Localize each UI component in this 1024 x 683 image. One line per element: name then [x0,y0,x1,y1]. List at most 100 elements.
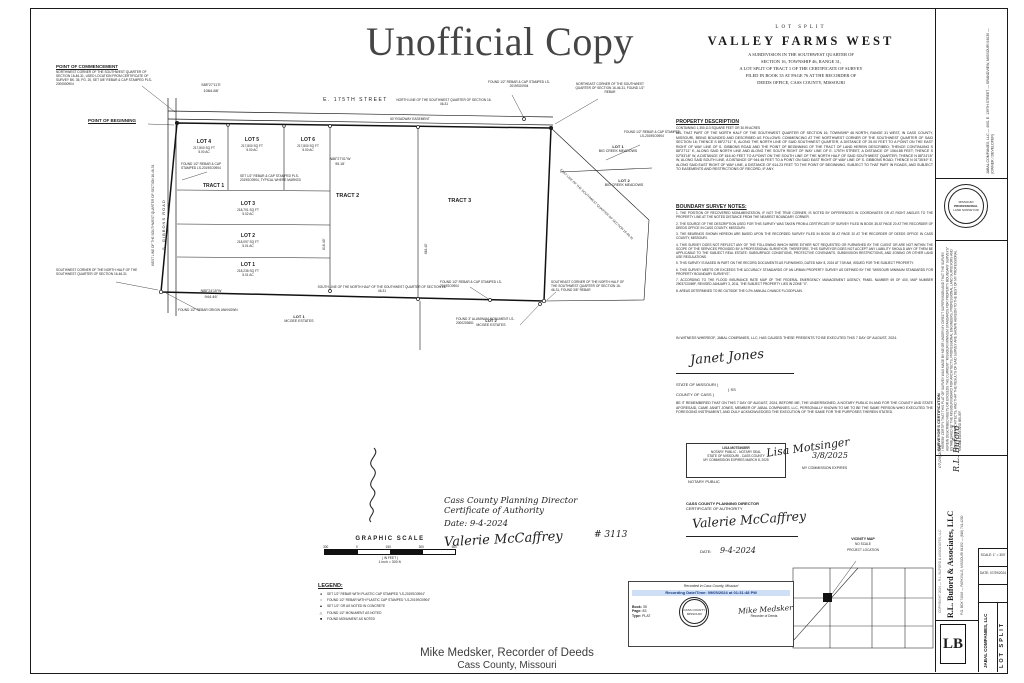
lot3-label: LOT 3 [240,201,256,207]
notary-stamp-line4: MY COMMISSION EXPIRES MARCH 8, 2025 [703,458,769,463]
sidebar-rule-5 [978,548,1008,549]
south-line-label: SOUTH LINE OF THE NORTH HALF OF THE SOUT… [317,285,447,294]
unofficial-copy-watermark: Unofficial Copy [366,19,634,64]
legend-item-3: ▲ SET 1/2" OR AS NOTED IN CONCRETE [318,604,496,609]
page-label: Page: [632,609,642,614]
county-line: COUNTY OF CASS ) [676,392,714,398]
caption-recorder-name: Mike Medsker, Recorder of Deeds [420,647,594,659]
recorder-book-row: Book: 35 [632,605,651,610]
set-concrete-icon: ▲ [319,604,323,609]
southeast-corner-label: SOUTHEAST CORNER OF THE NORTH HALF OF TH… [551,280,625,293]
east-distance-dimension: 616.40' [322,238,326,250]
lot1-label: LOT 1 [240,262,256,268]
lot6-area: 217,800 SQ FT [297,143,319,148]
planning-typed-line2: CERTIFICATE OF AUTHORITY [686,506,743,512]
tract2-label: TRACT 2 [336,193,360,199]
recorder-stamp-box: Recorded in Cass County, Missouri Record… [628,581,794,647]
vicinity-scale: NO SCALE [854,541,872,546]
recorder-seal-line2: MISSOURI [686,611,702,616]
mcgee-name-2: MCGEE ESTATES [476,323,506,328]
found-rebar-icon: ○ [319,598,323,603]
scale-tick-1: 300 [323,544,329,549]
planning-typed-line1: CASS COUNTY PLANNING DIRECTOR [686,501,759,506]
recorder-signer-block: Mike Medsker Recorder of Deeds [738,603,793,619]
date-row-box: DATE: 07/29/2024 [980,571,1006,575]
vicinity-map-roads [792,567,934,649]
seal-line2: PROFESSIONAL [954,204,978,208]
recorder-seal-inner: CASS COUNTY MISSOURI [681,599,707,625]
south-distance: 944.46' [204,293,218,299]
point-of-commencement-note: POINT OF COMMENCEMENT NORTHWEST CORNER O… [56,64,158,86]
monuments [158,117,554,306]
lot4-area: 217,800 SQ FT [193,145,215,150]
leader-lines [115,85,641,326]
property-description-body: ALL THAT PART OF THE NORTH HALF OF THE S… [676,131,933,172]
notary-stamp-box: LISA MOTSINGER NOTARY PUBLIC - NOTARY SE… [686,443,786,478]
scale-tick-4: 300 [418,544,424,549]
origin-unknown-label: FOUND 1/2" REBAR ORIGIN UNKNOWN [178,308,238,312]
state-line: STATE OF MISSOURI ) [676,382,719,387]
viewer-caption: Mike Medsker, Recorder of Deeds Cass Cou… [352,647,662,671]
lot4-label: LOT 4 [196,139,212,145]
mcgee-lot2: LOT 2 MCGEE ESTATES [460,318,522,328]
type-label: Type: [632,614,642,618]
found-rebar-west-label: FOUND 1/2" REBAR & CAP STAMPED LS-2019SO… [181,162,222,171]
legend-label-5: FOUND MONUMENT AS NOTED [327,616,375,621]
state-county-block: STATE OF MISSOURI ) ) SS COUNTY OF CASS … [676,382,736,398]
scale-tick-2: 0 [356,544,358,549]
firm-name: R.L. Buford & Associates, LLC [946,510,955,618]
graphic-scale-title: GRAPHIC SCALE [355,536,425,542]
mid-distance: 95.18' [335,161,345,166]
recorder-signer-title: Recorder of Deeds [750,614,778,619]
lot4-acres: 5.00 AC [198,149,210,154]
southwest-corner-label: SOUTHWEST CORNER OF THE NORTH HALF OF TH… [56,268,138,277]
point-of-beginning-label: POINT OF BEGINNING [88,118,137,123]
big-creek-lot2-number: LOT 2 [618,178,630,183]
lot2-label: LOT 2 [240,233,256,239]
type-value: PLAT [642,614,651,618]
sidebar-rule-10 [935,620,978,621]
scale-ratio: 1 inch = 300 ft. [378,560,402,565]
recorder-seal: CASS COUNTY MISSOURI [679,596,710,627]
scale-bar-seg1 [325,550,358,555]
survey-note-6: 6. THIS SURVEY MEETS OR EXCEEDS THE ACCU… [676,267,933,276]
roadway-easement-label: 60' ROADWAY EASEMENT [390,117,430,121]
scale-bar-seg4 [422,550,455,555]
lot2-block: LOT 2 218,097 SQ FT 5.01 AC [224,233,272,248]
ss-line: ) SS [728,387,736,393]
seal-line3: LAND SURVEYOR [953,208,979,212]
mid-bearing: N88°27'01"W [329,157,351,161]
legend-item-1: ● SET 1/2" REBAR WITH PLASTIC CAP STAMPE… [318,592,496,597]
lot5-block: LOT 5 217,800 SQ FT 5.00 AC [230,137,274,152]
west-line-label: WEST LINE OF THE SOUTHWEST QUARTER OF SE… [151,164,155,266]
hand-certificate-number: # 3113 [594,530,628,540]
recorder-datetime: Recording Date/Time: 09/05/2024 at 01:31… [632,589,790,596]
south-bearing: N88°24'15"W [200,289,222,293]
found-rebar-east-label: FOUND 1/2" REBAR & CAP STAMPED LS-2019SO… [623,130,681,139]
found-monument-icon: △ [319,610,323,615]
scale-tick-3: 150 [385,544,391,549]
interior-lot-lines [176,125,653,350]
lot5-acres: 5.00 AC [246,147,258,152]
hand-line2: Certificate of Authority [444,506,544,516]
east-distance-dimension-2: 616.40' [424,243,428,254]
mid-dimension: N88°27'01"W 95.18' [318,157,362,166]
survey-note-5: 5. THIS SURVEY IS BASED IN PART ON THE R… [676,261,914,266]
notary-stamp-line2: NOTARY PUBLIC - NOTARY SEAL [710,450,762,455]
tract3-label: TRACT 3 [448,198,472,204]
big-creek-lot2: LOT 2 BIG CREEK MEADOWS [598,178,650,188]
north-bearing: S88°27'11"E [201,83,221,87]
scale-row-box: SCALE: 1" = 300' [980,553,1006,557]
witness-clause: IN WITNESS WHEREOF, JABAL COMPANIES, LLC… [676,336,898,340]
lot6-block: LOT 6 217,800 SQ FT 5.00 AC [286,137,330,152]
survey-notes-list: 1. THE POSITION OF RECOVERED MONUMENTATI… [676,211,933,295]
lot5-label: LOT 5 [244,137,260,143]
survey-note-1: 1. THE POSITION OF RECOVERED MONUMENTATI… [676,211,933,220]
legend-item-5: ■ FOUND MONUMENT AS NOTED [318,617,496,622]
lot3-acres: 5.02 AC [242,211,254,216]
big-creek-lot1-number: LOT 1 [612,144,624,149]
big-creek-name-2: BIG CREEK MEADOWS [604,183,644,188]
notary-stamp-name: LISA MOTSINGER [722,446,750,450]
scale-bar [324,549,456,556]
sidebar-rule-3 [935,455,1008,456]
